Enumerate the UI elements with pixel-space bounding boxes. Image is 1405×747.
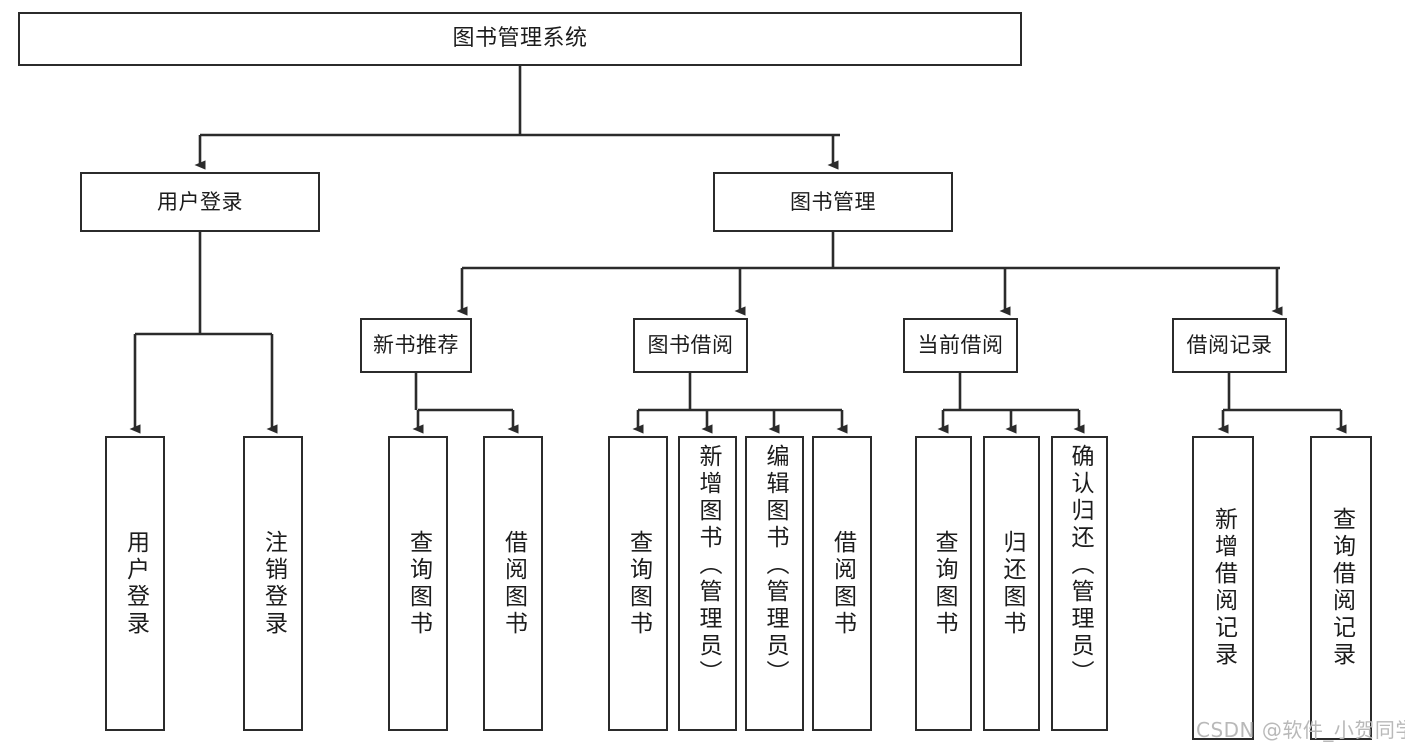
node-book-borrow[interactable]: 图书借阅 [633,318,748,373]
leaf-return-book[interactable]: 归还图书 [983,436,1040,731]
leaf-query-borrow-record[interactable]: 查询借阅记录 [1310,436,1372,740]
node-current-borrow[interactable]: 当前借阅 [903,318,1018,373]
leaf-query-book-recommend[interactable]: 查询图书 [388,436,448,731]
node-label: 确认归还（管理员） [1067,444,1093,687]
node-root-system[interactable]: 图书管理系统 [18,12,1022,66]
node-label: 查询借阅记录 [1328,507,1355,669]
node-label: 借阅记录 [1186,333,1273,358]
node-label: 编辑图书（管理员） [762,444,788,687]
leaf-confirm-return-admin[interactable]: 确认归还（管理员） [1051,436,1108,731]
node-label: 新增借阅记录 [1210,507,1237,669]
leaf-query-book-current[interactable]: 查询图书 [915,436,972,731]
node-label: 注销登录 [260,529,287,638]
node-new-book-recommend[interactable]: 新书推荐 [360,318,472,373]
node-label: 新书推荐 [373,333,459,358]
node-label: 当前借阅 [917,333,1004,358]
node-label: 图书借阅 [647,333,734,358]
node-book-management[interactable]: 图书管理 [713,172,953,232]
node-label: 查询图书 [625,529,652,638]
node-label: 借阅图书 [829,529,856,638]
leaf-edit-book-admin[interactable]: 编辑图书（管理员） [745,436,804,731]
leaf-borrow-book-recommend[interactable]: 借阅图书 [483,436,543,731]
leaf-user-logout[interactable]: 注销登录 [243,436,303,731]
node-label: 借阅图书 [500,529,527,638]
node-label: 查询图书 [405,529,432,638]
node-label: 新增图书（管理员） [695,444,721,687]
node-label: 用户登录 [122,529,149,638]
node-label: 用户登录 [157,189,243,214]
node-label: 查询图书 [931,529,957,638]
node-label: 图书管理 [790,189,876,214]
leaf-user-login[interactable]: 用户登录 [105,436,165,731]
node-user-login[interactable]: 用户登录 [80,172,320,232]
leaf-borrow-book[interactable]: 借阅图书 [812,436,872,731]
watermark-text: CSDN @软件_小贺同学 [1196,718,1405,742]
node-label: 归还图书 [999,529,1025,638]
node-borrow-record[interactable]: 借阅记录 [1172,318,1287,373]
node-label: 图书管理系统 [452,26,588,52]
leaf-query-book-borrow[interactable]: 查询图书 [608,436,668,731]
leaf-add-book-admin[interactable]: 新增图书（管理员） [678,436,737,731]
leaf-add-borrow-record[interactable]: 新增借阅记录 [1192,436,1254,740]
